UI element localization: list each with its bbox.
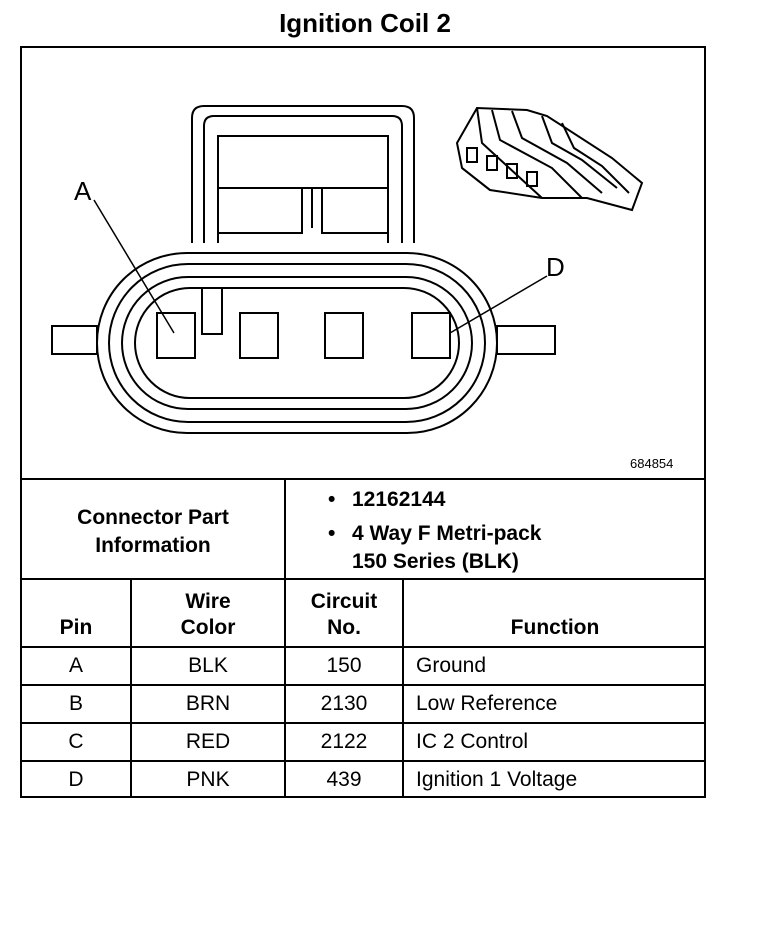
connector-info-label-line1: Connector Part — [77, 506, 229, 529]
divider-info-table — [20, 578, 706, 580]
circuit-cell: 150 — [326, 654, 362, 677]
function-cell: Low Reference — [416, 692, 558, 715]
connector-3d-sketch — [455, 106, 644, 212]
wire-color-cell: BRN — [185, 692, 231, 715]
wire-color-cell: RED — [185, 730, 231, 753]
part-number: 12162144 — [352, 488, 446, 511]
divider-row-c — [20, 760, 706, 762]
function-cell: IC 2 Control — [416, 730, 529, 753]
wire-color-cell: BLK — [188, 654, 228, 677]
connector-series: 150 Series (BLK) — [352, 550, 519, 573]
divider-header-rows — [20, 646, 706, 648]
connector-drawing — [22, 48, 704, 478]
connector-info-label-line2: Information — [95, 534, 211, 557]
header-pin: Pin — [59, 616, 93, 639]
pin-cell: C — [68, 730, 84, 753]
divider-col-circuit — [402, 578, 404, 798]
divider-row-a — [20, 684, 706, 686]
header-wire-color-2: Color — [180, 616, 236, 639]
circuit-cell: 2130 — [320, 692, 368, 715]
divider-diagram-info — [20, 478, 706, 480]
divider-info-vertical — [284, 478, 286, 580]
divider-col-pin — [130, 578, 132, 798]
pin-cell: A — [68, 654, 83, 677]
pin-label-a: A — [74, 176, 92, 206]
pin-cell: D — [68, 768, 84, 791]
function-cell: Ignition 1 Voltage — [416, 768, 578, 791]
header-circuit-1: Circuit — [310, 590, 378, 613]
pin-label-d: D — [546, 252, 565, 282]
divider-row-b — [20, 722, 706, 724]
circuit-cell: 439 — [326, 768, 362, 791]
bullet-dot: • — [328, 488, 336, 511]
circuit-cell: 2122 — [320, 730, 368, 753]
bullet-dot: • — [328, 522, 336, 545]
header-function: Function — [510, 616, 600, 639]
pin-cell: B — [68, 692, 83, 715]
figure-id: 684854 — [630, 456, 674, 471]
divider-col-color — [284, 578, 286, 798]
diagram-frame — [20, 46, 706, 798]
diagram-title: Ignition Coil 2 — [279, 8, 451, 38]
connector-type: 4 Way F Metri-pack — [352, 522, 542, 545]
wire-color-cell: PNK — [186, 768, 230, 791]
connector-face-illustration — [51, 105, 644, 434]
header-circuit-2: No. — [327, 616, 361, 639]
header-wire-color-1: Wire — [185, 590, 231, 613]
function-cell: Ground — [416, 654, 487, 677]
